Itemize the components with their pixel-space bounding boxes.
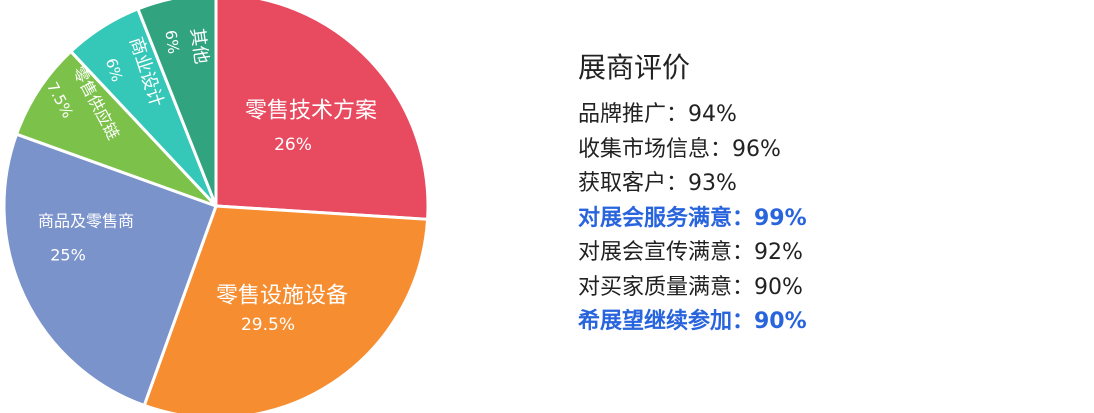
review-item: 对展会宣传满意：92% xyxy=(578,240,803,265)
slice-name-label: 其他 xyxy=(186,27,212,66)
slice-name-label: 零售设施设备 xyxy=(216,284,348,309)
slice-value-label: 6% xyxy=(161,29,182,55)
panel-title: 展商评价 xyxy=(578,51,691,84)
review-item: 对展会服务满意：99% xyxy=(578,205,807,231)
slice-name-label: 零售技术方案 xyxy=(245,99,377,124)
slice-value-label: 29.5% xyxy=(241,315,295,335)
pie-chart: 零售技术方案26%零售设施设备29.5%商品及零售商25%零售供应链7.5%商业… xyxy=(2,0,430,413)
review-item: 对买家质量满意：90% xyxy=(578,274,803,300)
review-item: 希展望继续参加：90% xyxy=(578,309,807,334)
pie-slice xyxy=(214,0,430,221)
review-item: 收集市场信息：96% xyxy=(578,136,781,162)
pie-slice xyxy=(2,132,218,407)
slice-value-label: 26% xyxy=(274,135,312,155)
review-item: 获取客户：93% xyxy=(578,171,737,196)
slice-value-label: 25% xyxy=(50,246,86,265)
slice-name-label: 商品及零售商 xyxy=(38,212,134,231)
exhibitor-review-panel: 展商评价 品牌推广：94% 收集市场信息：96% 获取客户：93% 对展会服务满意：9… xyxy=(578,48,807,340)
review-list: 品牌推广：94% 收集市场信息：96% 获取客户：93% 对展会服务满意：99% 对展会… xyxy=(578,98,807,340)
pie-slice xyxy=(15,49,218,208)
pie-slice xyxy=(136,0,218,208)
pie-slice xyxy=(142,204,430,413)
review-item: 品牌推广：94% xyxy=(578,102,737,127)
